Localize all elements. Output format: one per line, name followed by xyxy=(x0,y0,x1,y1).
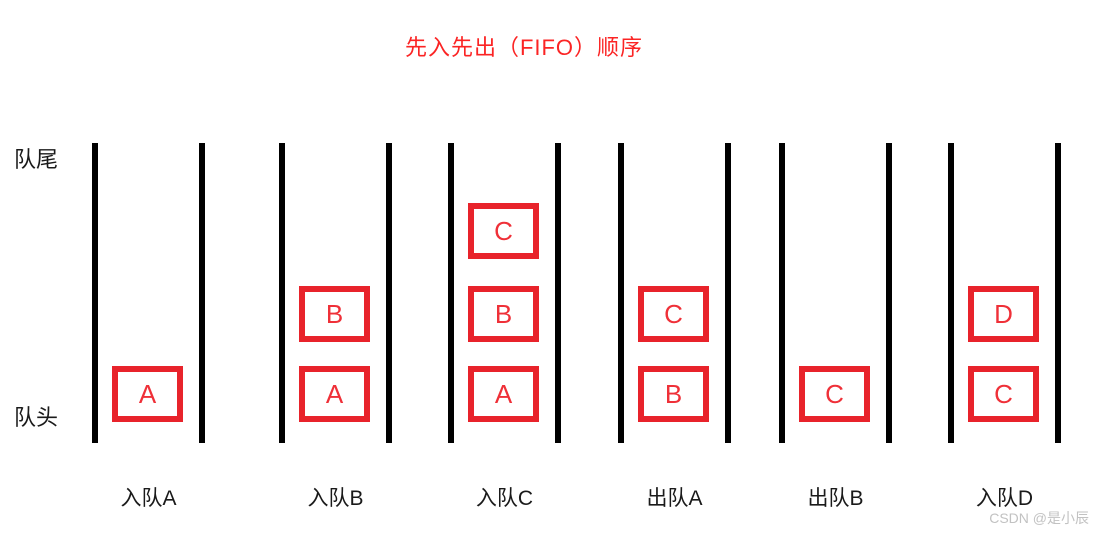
queue-item-letter: C xyxy=(825,379,844,409)
page-title: 先入先出（FIFO）顺序 xyxy=(404,35,644,60)
queue-left-wall xyxy=(779,143,785,443)
queue-step-label: 入队A xyxy=(120,487,177,510)
queue-item-letter: C xyxy=(494,216,513,246)
queue-item-letter: A xyxy=(138,379,157,409)
queue-item-box: A xyxy=(299,366,370,422)
queue-left-wall xyxy=(618,143,624,443)
queue-item-box: D xyxy=(968,286,1039,342)
queue-left-wall xyxy=(448,143,454,443)
queue-step-label: 出队B xyxy=(807,487,864,510)
queue-diagram: A B 入队B xyxy=(279,0,392,534)
queue-item-letter: B xyxy=(664,379,683,409)
queue-left-wall xyxy=(279,143,285,443)
queue-item-box: B xyxy=(468,286,539,342)
queue-step-label: 入队D xyxy=(975,487,1034,510)
queue-right-wall xyxy=(386,143,392,443)
queue-tail-label: 队尾 xyxy=(14,147,59,172)
queue-item-letter: D xyxy=(994,299,1013,329)
queue-right-wall xyxy=(725,143,731,443)
queue-diagram: A B C 入队C xyxy=(448,0,561,534)
queue-right-wall xyxy=(886,143,892,443)
queue-item-box: C xyxy=(638,286,709,342)
queue-diagram: C 出队B xyxy=(779,0,892,534)
queue-item-letter: A xyxy=(325,379,344,409)
queue-item-box: C xyxy=(968,366,1039,422)
queue-diagram: C D 入队D xyxy=(948,0,1061,534)
queue-right-wall xyxy=(1055,143,1061,443)
queue-right-wall xyxy=(199,143,205,443)
queue-item-letter: B xyxy=(494,299,513,329)
queue-item-letter: C xyxy=(994,379,1013,409)
queue-item-letter: B xyxy=(325,299,344,329)
queue-left-wall xyxy=(92,143,98,443)
queue-item-box: C xyxy=(799,366,870,422)
queue-step-label: 出队A xyxy=(646,487,703,510)
queue-item-box: B xyxy=(638,366,709,422)
queue-item-letter: A xyxy=(494,379,513,409)
queue-item-letter: C xyxy=(664,299,683,329)
queue-right-wall xyxy=(555,143,561,443)
queue-left-wall xyxy=(948,143,954,443)
queue-step-label: 入队C xyxy=(475,487,534,510)
watermark: CSDN @是小辰 xyxy=(989,510,1089,526)
queue-head-label: 队头 xyxy=(14,405,59,430)
queue-step-label: 入队B xyxy=(307,487,364,510)
queue-item-box: A xyxy=(112,366,183,422)
queue-item-box: B xyxy=(299,286,370,342)
queue-diagram: A 入队A xyxy=(92,0,205,534)
queue-item-box: A xyxy=(468,366,539,422)
queue-diagram: B C 出队A xyxy=(618,0,731,534)
queue-item-box: C xyxy=(468,203,539,259)
